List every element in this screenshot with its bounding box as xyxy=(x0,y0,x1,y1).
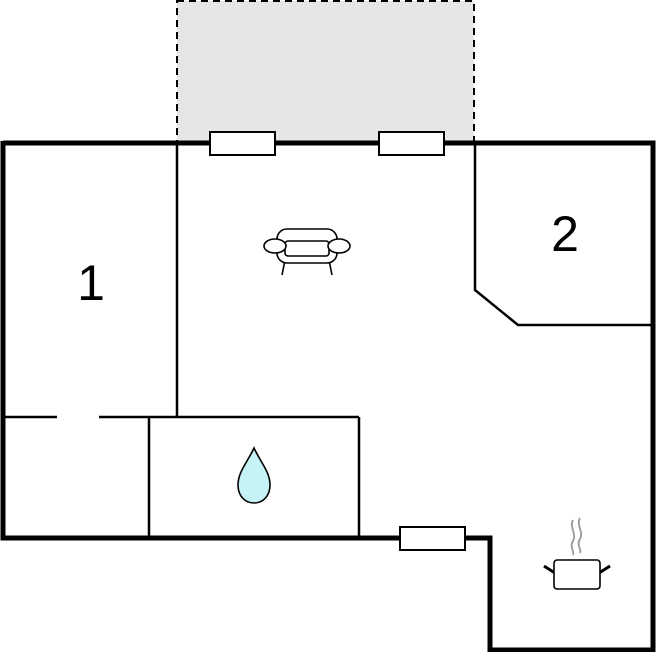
room-2-label: 2 xyxy=(551,206,579,262)
sofa-icon xyxy=(263,228,351,276)
cooking-pot-icon xyxy=(543,517,611,590)
room-1-label: 1 xyxy=(77,255,105,311)
terrace-area xyxy=(176,0,475,144)
room-2-wall xyxy=(473,143,653,327)
window-top-left xyxy=(209,131,276,156)
window-bottom xyxy=(399,526,466,551)
window-top-right xyxy=(378,131,445,156)
water-drop-icon xyxy=(237,446,271,504)
